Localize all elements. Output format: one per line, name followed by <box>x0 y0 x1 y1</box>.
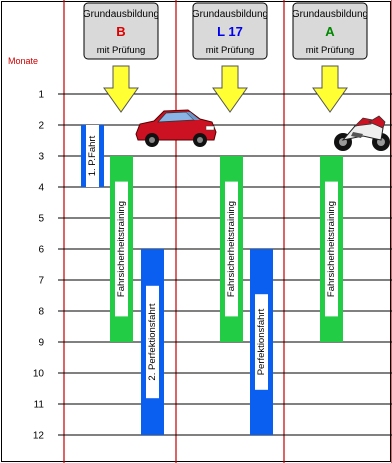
bar-label-background <box>255 294 268 390</box>
box-header-text: Grundausbildung <box>292 9 368 20</box>
box-sub-text: mit Prüfung <box>206 45 255 56</box>
month-tick-label: 3 <box>38 152 44 163</box>
bar-label-background <box>225 181 238 317</box>
bar-label-background <box>325 181 338 317</box>
bar-label-background <box>86 125 99 187</box>
month-tick-label: 10 <box>33 369 45 380</box>
month-tick-label: 4 <box>38 183 44 194</box>
bar-label: Fahrsicherheitstraining <box>226 201 237 297</box>
bar-label: 1. P.Fahrt <box>87 135 98 176</box>
month-tick-label: 11 <box>34 400 45 411</box>
box-sub-text: mit Prüfung <box>306 45 355 56</box>
license-class-box <box>192 2 268 60</box>
box-header-text: Grundausbildung <box>83 9 159 20</box>
bar-label: 2. Perfektionsfahrt <box>147 303 158 380</box>
bar-label: Fahrsicherheitstraining <box>116 201 127 297</box>
bar-label: Perfektionsfahrt <box>256 308 267 375</box>
month-tick-label: 12 <box>33 431 45 442</box>
month-tick-label: 2 <box>38 121 44 132</box>
month-tick-label: 1 <box>38 90 44 101</box>
axis-title: Monate <box>8 56 38 66</box>
month-tick-label: 9 <box>38 338 44 349</box>
down-arrow-icon <box>103 65 139 113</box>
down-arrow-icon <box>312 65 348 113</box>
license-class-code: L 17 <box>217 24 243 39</box>
license-class-code: B <box>116 24 125 39</box>
motorcycle-icon <box>334 115 390 151</box>
license-class-box <box>292 2 368 60</box>
bar-label-background <box>146 285 159 399</box>
box-sub-text: mit Prüfung <box>97 45 146 56</box>
bar-label-background <box>115 181 128 317</box>
car-icon <box>135 109 217 147</box>
down-arrow-icon <box>212 65 248 113</box>
month-tick-label: 6 <box>38 245 44 256</box>
month-tick-label: 5 <box>38 214 44 225</box>
month-tick-label: 7 <box>38 276 44 287</box>
box-header-text: Grundausbildung <box>192 9 268 20</box>
license-class-code: A <box>325 24 335 39</box>
license-class-box <box>83 2 159 60</box>
month-tick-label: 8 <box>38 307 44 318</box>
bar-label: Fahrsicherheitstraining <box>326 201 337 297</box>
